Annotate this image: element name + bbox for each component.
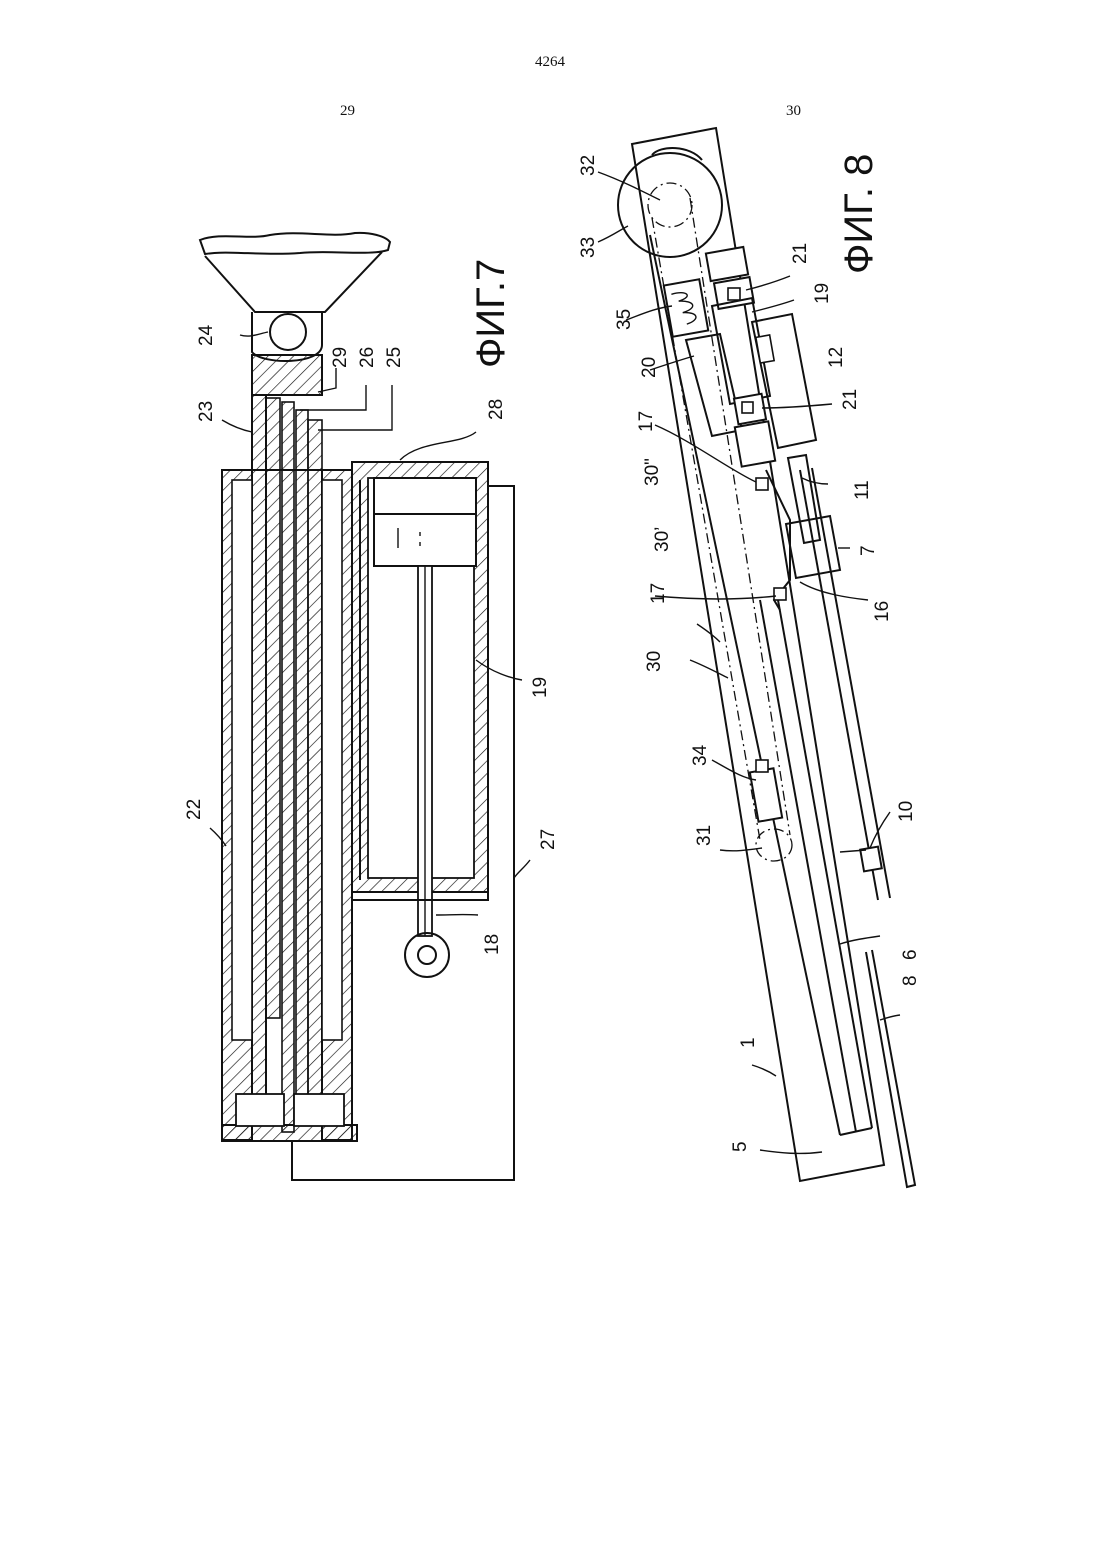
label-30-prime: 30’ [652,527,673,552]
label-34: 34 [690,744,711,766]
label-20: 20 [639,357,660,378]
label-19: 19 [530,677,551,698]
label-8: 8 [900,975,921,986]
label-17-low: 17 [648,583,669,604]
gear-block [735,421,775,466]
rod-eye [405,933,449,977]
rod-29 [266,398,280,1018]
label-25: 25 [384,347,405,368]
figure-7: 24 23 29 26 25 28 19 22 27 18 ФИГ.7 [184,233,559,1180]
rod-23 [252,395,266,1115]
label-1: 1 [738,1037,759,1048]
cylinder-base [222,1125,357,1141]
label-27: 27 [538,829,559,850]
block-upper [706,247,748,281]
base-block-left [236,1094,284,1126]
label-29: 29 [330,347,351,368]
figure-8: 32 33 35 20 21 19 12 21 17 30" 11 30’ 7 … [578,128,921,1187]
rod-head [252,355,322,395]
part-11 [788,455,820,543]
label-12: 12 [826,347,847,368]
cylinder-bore-right [322,480,342,1040]
label-16: 16 [872,601,893,622]
roller-32 [648,183,692,227]
label-35: 35 [614,309,635,330]
label-23: 23 [196,401,217,422]
sensor-17b [774,588,786,600]
label-21-top: 21 [790,243,811,264]
label-22: 22 [184,799,205,820]
rod-inner [308,420,322,1100]
label-19: 19 [812,283,833,304]
label-30-double-prime: 30" [642,458,663,486]
roller-31 [756,829,792,861]
label-24: 24 [196,324,217,346]
label-30: 30 [644,651,665,672]
label-28: 28 [486,399,507,420]
spring-35 [664,279,708,336]
label-10: 10 [896,801,917,822]
pivot-eye [252,312,322,361]
rod-25 [296,410,308,1100]
element-34 [750,768,782,821]
funnel-mount [205,252,382,312]
piston-head [374,478,476,514]
label-33: 33 [578,237,599,258]
figure-8-caption: ФИГ. 8 [837,154,881,274]
drum-33 [618,153,722,257]
label-11: 11 [852,480,873,500]
figure-7-caption: ФИГ.7 [469,259,513,368]
carriage-20 [686,334,742,436]
label-18: 18 [482,934,503,955]
label-5: 5 [730,1141,751,1152]
label-6: 6 [900,949,921,960]
label-7: 7 [858,545,879,556]
piston-body [374,514,476,566]
label-32: 32 [578,155,599,176]
base-block-right [294,1094,344,1126]
pivot-pin [270,314,306,350]
sensor-17a [756,478,768,490]
label-17-top: 17 [636,411,657,432]
label-26: 26 [357,347,378,368]
rod-26 [282,402,294,1132]
handle-grip [200,233,390,254]
label-21-mid: 21 [840,389,861,410]
cylinder-bore [232,480,252,1040]
label-31: 31 [694,825,715,846]
